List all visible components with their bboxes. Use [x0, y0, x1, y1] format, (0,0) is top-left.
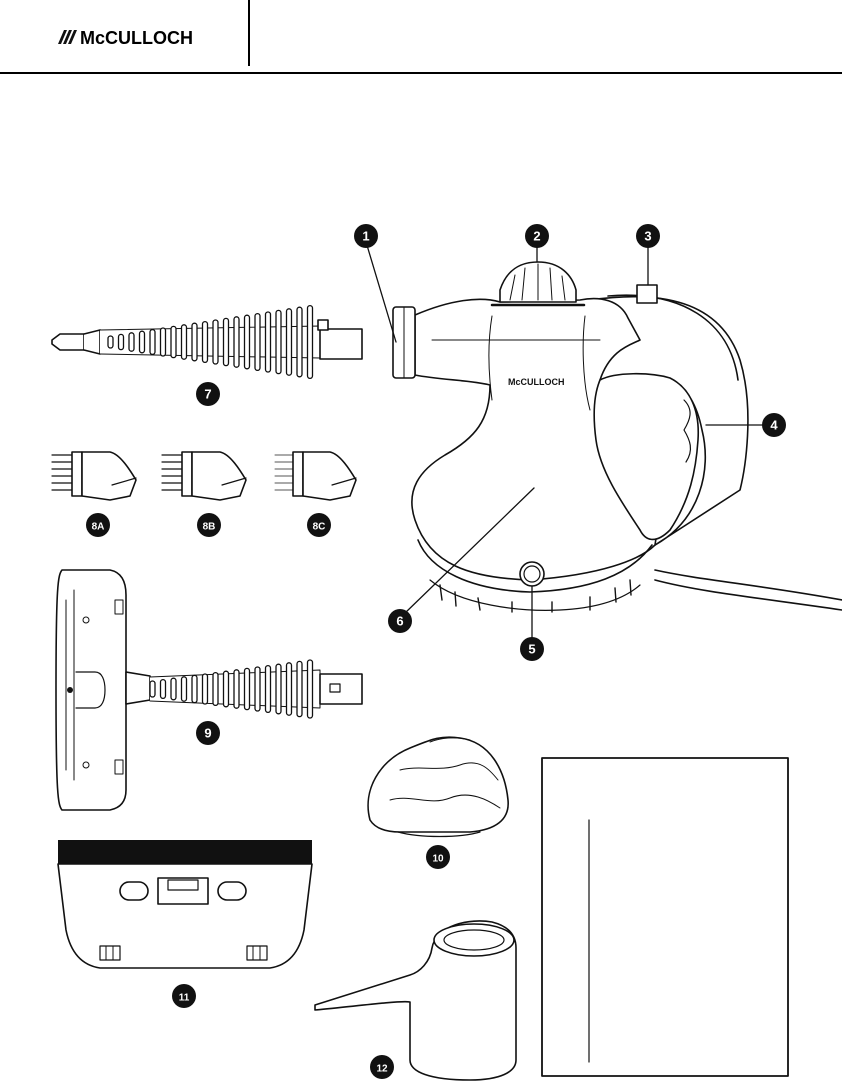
extension-rib	[255, 667, 260, 711]
extension-rib	[287, 663, 292, 715]
nozzle-rib	[266, 312, 271, 372]
nozzle-rib	[297, 307, 302, 377]
nozzle-rib	[308, 306, 313, 379]
window-cleaning-head	[56, 570, 362, 810]
extension-rib	[171, 678, 176, 700]
callout-label-c12: 12	[376, 1064, 388, 1075]
brush-accessory-8a	[52, 452, 136, 500]
callout-label-c8c: 8C	[313, 522, 326, 533]
nozzle-rib	[119, 334, 124, 349]
extension-rib	[203, 674, 208, 704]
extension-rib	[161, 680, 166, 699]
nozzle-rib	[192, 323, 197, 361]
extension-rib	[266, 666, 271, 713]
callout-label-c7: 7	[204, 387, 211, 402]
nozzle-rib	[150, 330, 155, 355]
cloth-cover	[368, 737, 508, 836]
nozzle-rib	[140, 331, 145, 353]
nozzle-rib	[224, 318, 229, 365]
callout-label-c6: 6	[396, 614, 403, 629]
nozzle-rib	[182, 325, 187, 359]
callout-label-c1: 1	[362, 229, 369, 244]
extension-rib	[297, 661, 302, 716]
extension-rib	[224, 671, 229, 707]
nozzle-rib	[108, 336, 113, 348]
brush-accessory-8b	[162, 452, 246, 500]
nozzle-rib	[129, 333, 134, 351]
nozzle-rib	[287, 309, 292, 375]
content-box	[542, 758, 788, 1076]
extension-rib	[213, 673, 218, 706]
jet-nozzle-accessory	[52, 306, 362, 379]
callout-label-c11: 11	[179, 993, 190, 1004]
extension-rib	[245, 668, 250, 709]
extension-rib	[276, 664, 281, 714]
callout-label-c5: 5	[528, 642, 535, 657]
brush-accessory-8c	[275, 452, 356, 500]
callout-label-c10: 10	[432, 854, 444, 865]
nozzle-rib	[245, 315, 250, 369]
nozzle-rib	[203, 322, 208, 363]
callout-label-c8b: 8B	[203, 522, 216, 533]
callout-label-c4: 4	[770, 418, 778, 433]
extension-rib	[308, 660, 313, 718]
nozzle-rib	[213, 320, 218, 364]
callout-label-c3: 3	[644, 229, 651, 244]
measuring-jug	[315, 921, 516, 1080]
nozzle-rib	[161, 328, 166, 356]
extension-rib	[150, 681, 155, 697]
extension-rib	[192, 675, 197, 702]
squeegee-attachment	[58, 840, 312, 968]
extension-rib	[182, 677, 187, 701]
callout-label-c8a: 8A	[92, 522, 105, 533]
callout-label-c9: 9	[204, 726, 211, 741]
nozzle-rib	[276, 310, 281, 373]
nozzle-rib	[171, 326, 176, 357]
body-brand-label: McCULLOCH	[508, 377, 565, 387]
extension-rib	[234, 670, 239, 708]
nozzle-rib	[255, 314, 260, 371]
callout-label-c2: 2	[533, 229, 540, 244]
nozzle-rib	[234, 317, 239, 367]
